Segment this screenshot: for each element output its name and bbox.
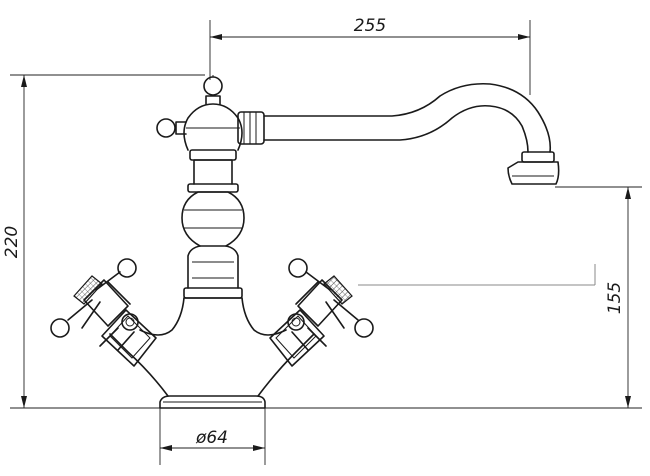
right-handle bbox=[269, 258, 374, 367]
dimension-base-label: ø64 bbox=[195, 428, 228, 448]
faucet-base bbox=[159, 395, 266, 409]
faucet-spout bbox=[237, 82, 560, 185]
dimension-height-right: 155 bbox=[265, 186, 642, 409]
left-handle bbox=[50, 258, 157, 367]
dimension-width-label: 255 bbox=[354, 16, 386, 36]
dimension-width: 255 bbox=[209, 16, 531, 95]
dimension-height-left: 220 bbox=[2, 74, 205, 409]
reference-line bbox=[358, 264, 596, 286]
dimension-height-right-label: 155 bbox=[605, 282, 625, 314]
dimension-base: ø64 bbox=[159, 408, 266, 465]
dimension-height-left-label: 220 bbox=[2, 226, 22, 258]
